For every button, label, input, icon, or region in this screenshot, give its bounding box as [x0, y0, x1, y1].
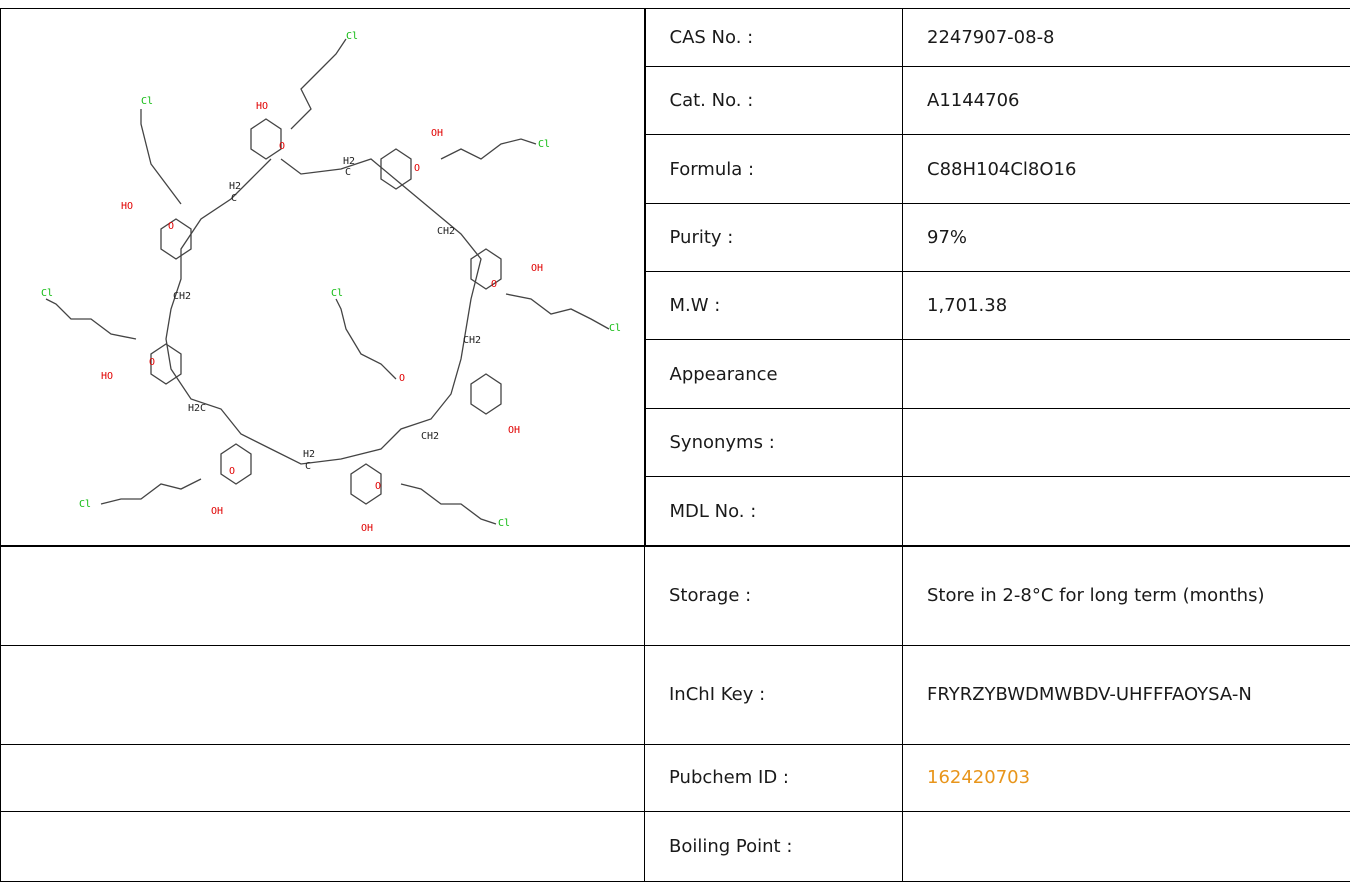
property-value — [903, 340, 1350, 408]
structure-bonds — [46, 39, 609, 524]
property-label: Appearance — [645, 340, 903, 408]
atom-label: O — [375, 481, 381, 492]
atom-label: HO — [101, 371, 113, 382]
atom-label: O — [168, 221, 174, 232]
atom-label: CH2 — [463, 335, 481, 346]
property-label: Cat. No. : — [645, 67, 903, 135]
atom-label: OH — [531, 263, 543, 274]
atom-label: OH — [361, 523, 373, 534]
atom-label: O — [229, 466, 235, 477]
property-value — [903, 477, 1350, 546]
property-label: M.W : — [645, 272, 903, 340]
atom-label: Cl — [141, 96, 153, 107]
property-value: 97% — [903, 203, 1350, 271]
property-value: 162420703 — [903, 744, 1350, 811]
property-label: Pubchem ID : — [645, 744, 903, 811]
atom-label: H2 — [303, 449, 315, 460]
atom-label: OH — [211, 506, 223, 517]
table-row: InChI Key : FRYRZYBWDMWBDV-UHFFFAOYSA-N — [1, 645, 1350, 744]
property-label: Purity : — [645, 203, 903, 271]
atom-label: H2 — [229, 181, 241, 192]
empty-cell — [1, 546, 645, 645]
atom-label: O — [279, 141, 285, 152]
pubchem-id-link[interactable]: 162420703 — [927, 767, 1030, 788]
property-value: FRYRZYBWDMWBDV-UHFFFAOYSA-N — [903, 645, 1350, 744]
property-value: A1144706 — [903, 67, 1350, 135]
atom-label: H2 — [343, 156, 355, 167]
empty-cell — [1, 645, 645, 744]
structure-image-cell: Cl Cl Cl Cl Cl Cl Cl Cl HO HO HO OH OH O… — [1, 9, 645, 547]
property-label: MDL No. : — [645, 477, 903, 546]
property-label: Synonyms : — [645, 408, 903, 476]
property-label: Storage : — [645, 546, 903, 645]
atom-label: H2C — [188, 403, 206, 414]
empty-cell — [1, 744, 645, 811]
atom-label: Cl — [538, 139, 550, 150]
property-value — [903, 811, 1350, 881]
table-row: Storage : Store in 2-8°C for long term (… — [1, 546, 1350, 645]
atom-label: CH2 — [173, 291, 191, 302]
property-value: 2247907-08-8 — [903, 9, 1350, 67]
atom-label: O — [414, 163, 420, 174]
structure-labels: Cl Cl Cl Cl Cl Cl Cl Cl HO HO HO OH OH O… — [41, 31, 621, 534]
atom-label: OH — [431, 128, 443, 139]
table-row: Pubchem ID : 162420703 — [1, 744, 1350, 811]
atom-label: CH2 — [421, 431, 439, 442]
atom-label: Cl — [609, 323, 621, 334]
atom-label: Cl — [41, 288, 53, 299]
property-label: Formula : — [645, 135, 903, 203]
atom-label: OH — [508, 425, 520, 436]
property-value: C88H104Cl8O16 — [903, 135, 1350, 203]
atom-label: O — [149, 357, 155, 368]
empty-cell — [1, 811, 645, 881]
atom-label: O — [491, 279, 497, 290]
atom-label: Cl — [346, 31, 358, 42]
property-label: Boiling Point : — [645, 811, 903, 881]
atom-label: Cl — [331, 288, 343, 299]
property-label: InChI Key : — [645, 645, 903, 744]
atom-label: HO — [121, 201, 133, 212]
atom-label: C — [231, 193, 237, 204]
property-value: Store in 2-8°C for long term (months) — [903, 546, 1350, 645]
atom-label: Cl — [498, 518, 510, 529]
table-row: Cl Cl Cl Cl Cl Cl Cl Cl HO HO HO OH OH O… — [1, 9, 1350, 67]
table-row: Boiling Point : — [1, 811, 1350, 881]
atom-label: C — [345, 167, 351, 178]
property-value: 1,701.38 — [903, 272, 1350, 340]
product-info-table: Cl Cl Cl Cl Cl Cl Cl Cl HO HO HO OH OH O… — [0, 8, 1350, 882]
chemical-structure-image: Cl Cl Cl Cl Cl Cl Cl Cl HO HO HO OH OH O… — [1, 9, 641, 545]
atom-label: C — [305, 461, 311, 472]
property-label: CAS No. : — [645, 9, 903, 67]
atom-label: O — [399, 373, 405, 384]
atom-label: HO — [256, 101, 268, 112]
atom-label: Cl — [79, 499, 91, 510]
property-value — [903, 408, 1350, 476]
atom-label: CH2 — [437, 226, 455, 237]
